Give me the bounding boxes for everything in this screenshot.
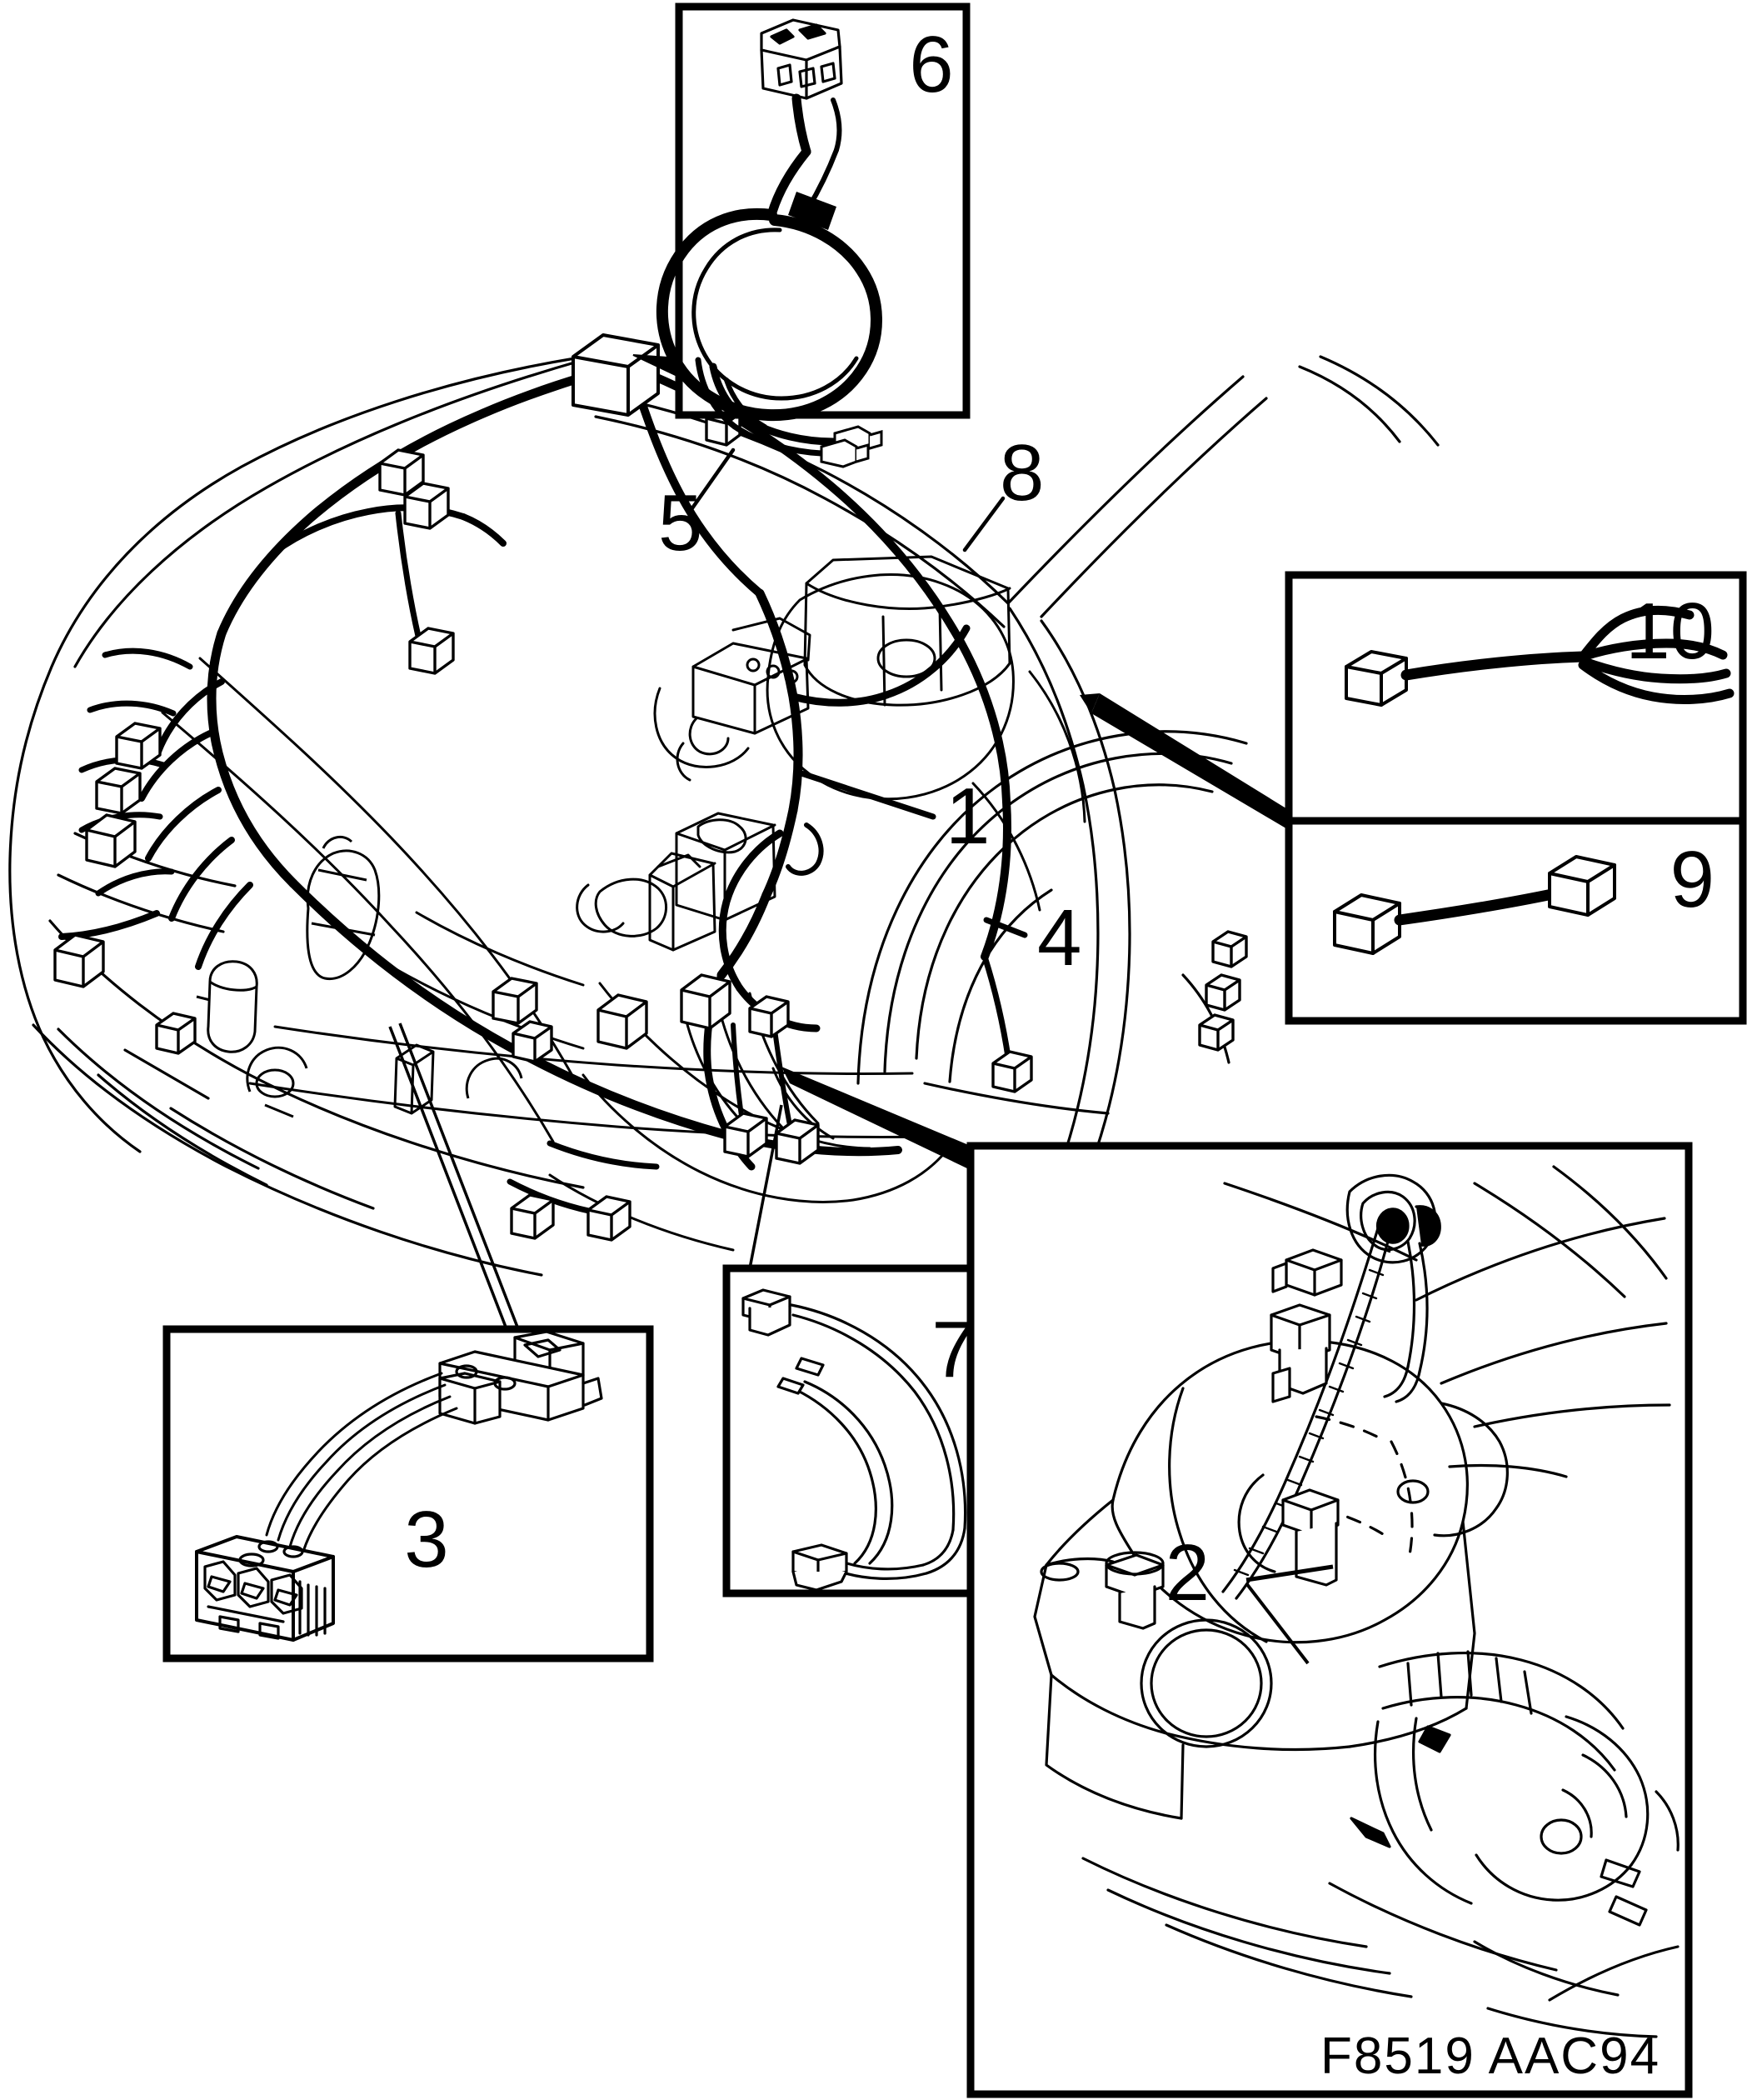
callout-leaders <box>798 770 1028 938</box>
callout-8: 8 <box>1000 428 1044 518</box>
panel-9: 9 <box>1285 817 1747 1025</box>
connector-cube <box>512 1020 553 1063</box>
connector-cube <box>115 722 162 770</box>
panel-6-terminals <box>820 425 883 468</box>
panel-10-artwork <box>1345 605 1735 707</box>
engine-bay-structure <box>161 555 1086 1252</box>
panel-9-artwork <box>1333 855 1616 955</box>
connector-cube <box>1211 930 1248 968</box>
panel-7-artwork <box>741 1288 967 1592</box>
connector-cube <box>991 1050 1033 1093</box>
connector-cube <box>748 995 790 1038</box>
panel-3-artwork <box>195 1330 603 1642</box>
connector-cube <box>155 1012 197 1055</box>
panel-6-number: 6 <box>909 20 953 109</box>
connector-cube <box>680 973 731 1030</box>
connector-cube <box>775 1118 820 1165</box>
bay-small-components <box>196 835 523 1118</box>
connector-cube <box>403 482 450 530</box>
panel-6-artwork <box>760 18 843 100</box>
connector-cube <box>85 813 137 868</box>
connector-cube <box>1205 973 1241 1012</box>
panel-2-artwork <box>1033 1165 1680 2038</box>
callout-5: 5 <box>658 478 702 568</box>
figure-caption: F8519 AAC94 <box>1320 2028 1661 2085</box>
connector-cube <box>1198 1013 1235 1052</box>
panel-6-junction <box>788 192 836 230</box>
connector-cube <box>596 993 648 1050</box>
leader-panel-3 <box>388 1022 522 1334</box>
callout-4: 4 <box>1037 893 1081 982</box>
connector-cube <box>378 448 425 497</box>
panel-2-number: 2 <box>1165 1528 1210 1618</box>
panel-2-callout-leader <box>1245 1564 1334 1665</box>
panel-3-number: 3 <box>404 1495 448 1584</box>
panel-6: 6 <box>656 2 971 468</box>
connector-cube <box>492 977 538 1025</box>
panel-2: 2 <box>966 1142 1693 2098</box>
panel-9-number: 9 <box>1670 835 1715 924</box>
connector-cube <box>95 767 142 815</box>
harness-connector-blocks <box>53 333 1248 1242</box>
panel-10: 10 <box>1285 571 1747 825</box>
connector-cube <box>723 1112 768 1158</box>
connector-cube <box>408 627 455 675</box>
cowl-connector-block <box>572 333 660 417</box>
callout-leaders-thin <box>687 448 1006 552</box>
leader-panel-10 <box>1080 693 1289 830</box>
panel-7: 7 <box>722 1264 989 1598</box>
connector-cube <box>586 1195 631 1242</box>
leader-panel-2 <box>781 1067 971 1170</box>
callout-1: 1 <box>946 772 990 861</box>
connector-cube <box>53 933 105 988</box>
leader-panel-7 <box>748 1104 783 1269</box>
panel-3: 3 <box>162 1325 654 1662</box>
panel-6-coiled-cable <box>656 93 882 457</box>
panel-10-number: 10 <box>1625 587 1715 676</box>
connector-cube <box>510 1193 555 1240</box>
